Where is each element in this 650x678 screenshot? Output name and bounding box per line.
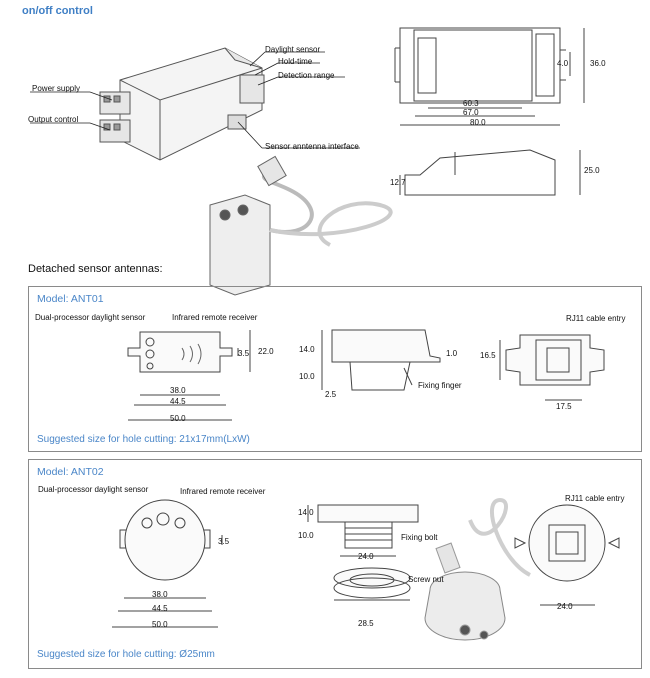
ant02-side-view <box>307 504 419 557</box>
ant01-label-rj11: RJ11 cable entry <box>566 314 626 323</box>
ant01-hole-hint: Suggested size for hole cutting: 21x17mm… <box>37 434 250 445</box>
ant02-model-title: Model: ANT02 <box>37 466 104 478</box>
dim-4-0: 4.0 <box>557 59 569 68</box>
section-heading: Detached sensor antennas: <box>28 263 163 275</box>
ant01-dim-16-5: 16.5 <box>480 351 496 360</box>
dim-80-0: 80.0 <box>470 118 486 127</box>
ant02-dim-14-0: 14.0 <box>298 508 314 517</box>
ant02-label-fixing-bolt: Fixing bolt <box>401 533 438 542</box>
ant01-dim-1-0: 1.0 <box>446 349 458 358</box>
ant01-dim-2-5: 2.5 <box>325 390 337 399</box>
main-unit-side-view <box>399 149 581 196</box>
ant01-dim-14-0: 14.0 <box>299 345 315 354</box>
ant01-model-title: Model: ANT01 <box>37 293 104 305</box>
main-unit-top-view <box>394 27 585 126</box>
ant02-screw-nut <box>333 567 411 601</box>
ant02-label-ir: Infrared remote receiver <box>180 487 266 496</box>
ant02-dim-3-5: 3.5 <box>218 537 230 546</box>
ant02-dim-24-0: 24.0 <box>358 552 374 561</box>
ant02-hole-hint: Suggested size for hole cutting: Ø25mm <box>37 649 215 660</box>
ant01-dim-44-5: 44.5 <box>170 397 186 406</box>
ant02-dim-44-5: 44.5 <box>152 604 168 613</box>
label-detection-range: Detection range <box>278 71 335 80</box>
label-sensor-antenna-interface: Sensor anntenna interface <box>265 142 359 151</box>
ant02-front-view <box>112 499 223 628</box>
ant02-dim-38-0: 38.0 <box>152 590 168 599</box>
panel-ant02: Model: ANT02 Suggested size for hole cut… <box>28 459 642 669</box>
ant01-dim-50-0: 50.0 <box>170 414 186 423</box>
ant02-dim-28-5: 28.5 <box>358 619 374 628</box>
ant01-back-view <box>499 334 605 401</box>
ant01-label-daylight: Dual-processor daylight sensor <box>35 313 146 322</box>
ant02-cable-sensor <box>424 497 531 641</box>
ant02-dim-24-0-back: 24.0 <box>557 602 573 611</box>
dim-12-7: 12.7 <box>390 178 406 187</box>
ant02-label-rj11: RJ11 cable entry <box>565 494 625 503</box>
ant02-back-view <box>514 504 620 606</box>
ant02-dim-50-0: 50.0 <box>152 620 168 629</box>
ant01-dim-10-0: 10.0 <box>299 372 315 381</box>
ant01-label-fixing-finger: Fixing finger <box>418 381 462 390</box>
ant02-label-daylight: Dual-processor daylight sensor <box>38 485 149 494</box>
ant01-front-view <box>127 330 251 421</box>
ant01-dim-38-0: 38.0 <box>170 386 186 395</box>
ant02-label-screw-nut: Screw nut <box>408 575 444 584</box>
dim-36-0: 36.0 <box>590 59 606 68</box>
ant01-dim-3-5: 3.5 <box>238 349 250 358</box>
sensor-module-3d <box>209 155 393 296</box>
label-power-supply: Power supply <box>32 84 81 93</box>
label-daylight-sensor: Daylight sensor <box>265 45 321 54</box>
dim-25-0: 25.0 <box>584 166 600 175</box>
label-hold-time: Hold-time <box>278 57 313 66</box>
dim-67-0: 67.0 <box>463 108 479 117</box>
ant01-side-view <box>321 329 441 391</box>
ant01-dim-22-0: 22.0 <box>258 347 274 356</box>
label-output-control: Output control <box>28 115 79 124</box>
panel-ant01: Model: ANT01 Suggested size for hole cut… <box>28 286 642 452</box>
dim-60-3: 60.3 <box>463 99 479 108</box>
main-unit-3d <box>99 47 265 161</box>
ant02-dim-10-0: 10.0 <box>298 531 314 540</box>
diagram-title: on/off control <box>22 5 93 17</box>
ant01-label-ir: Infrared remote receiver <box>172 313 258 322</box>
ant01-dim-17-5: 17.5 <box>556 402 572 411</box>
